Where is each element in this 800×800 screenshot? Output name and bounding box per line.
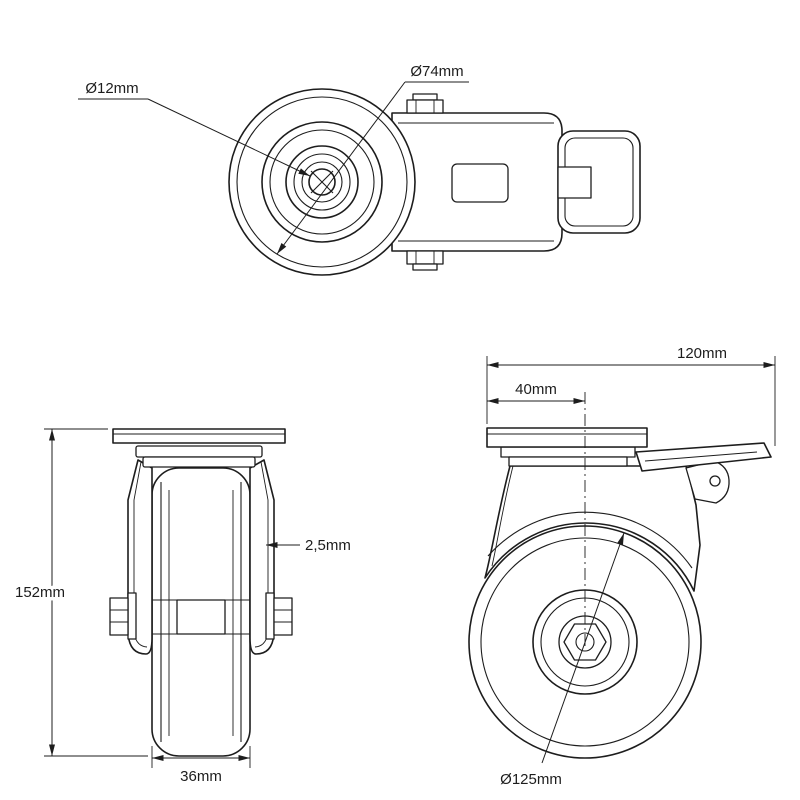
swivel-head-ring-2 bbox=[236, 96, 408, 268]
height-label: 152mm bbox=[15, 584, 65, 601]
front-raceway-upper bbox=[135, 445, 263, 458]
front-axle-nut-right-facets bbox=[274, 609, 292, 623]
offset-label: 40mm bbox=[515, 381, 557, 398]
swivel-head-ring-3 bbox=[261, 121, 383, 243]
side-fork-inner-arc bbox=[487, 511, 693, 569]
length-label: 120mm bbox=[677, 345, 727, 362]
side-wheel-tread-ring bbox=[480, 537, 690, 747]
side-raceway-upper bbox=[500, 446, 636, 458]
side-top-plate bbox=[486, 427, 648, 448]
bolt-hole-cross bbox=[310, 170, 334, 194]
head-diameter-leader-arrow bbox=[276, 81, 406, 255]
top-brake-latch bbox=[557, 166, 592, 199]
thickness-label: 2,5mm bbox=[305, 537, 351, 554]
front-axle-nut-left-facets bbox=[110, 609, 128, 623]
top-brake-mechanism bbox=[451, 163, 509, 203]
front-top-plate bbox=[112, 428, 286, 444]
side-raceway-lower bbox=[508, 456, 628, 467]
top-bolt-upper-facets bbox=[415, 100, 435, 113]
front-raceway-lower bbox=[142, 456, 256, 468]
side-view: 120mm 40mm Ø125mm bbox=[468, 342, 776, 792]
wheel-width-label: 36mm bbox=[180, 768, 222, 785]
top-bolt-lower-facets bbox=[415, 251, 435, 264]
side-fork-left-edge bbox=[491, 465, 514, 567]
head-diameter-label: Ø74mm bbox=[410, 63, 463, 80]
wheel-diameter-label: Ø125mm bbox=[500, 771, 562, 788]
top-bolt-lower-washer bbox=[412, 263, 438, 271]
bolt-hole-bore bbox=[308, 168, 336, 196]
front-view: 152mm 2,5mm 36mm bbox=[11, 428, 354, 789]
front-wheel-tread-lines bbox=[160, 482, 242, 742]
swivel-head-ring-7 bbox=[301, 161, 343, 203]
front-wheel-tread-lines-inner bbox=[168, 490, 234, 736]
side-fork bbox=[484, 465, 701, 592]
front-axle-nut-left bbox=[109, 597, 129, 636]
side-axle-bore bbox=[575, 632, 595, 652]
front-hub-center bbox=[176, 599, 226, 635]
brake-pivot-pin bbox=[709, 475, 721, 487]
top-view: Ø12mm Ø74mm bbox=[78, 60, 641, 276]
front-axle-washer-left bbox=[127, 592, 137, 640]
brake-pivot-bracket bbox=[685, 460, 730, 504]
top-bolt-upper-nut bbox=[406, 99, 444, 114]
bore-diameter-leader-arrow bbox=[147, 98, 311, 177]
bore-diameter-label: Ø12mm bbox=[85, 80, 138, 97]
front-axle-nut-right bbox=[273, 597, 293, 636]
swivel-head-ring-4 bbox=[269, 129, 375, 235]
swivel-head-ring-6 bbox=[293, 153, 351, 211]
top-bolt-upper-washer bbox=[412, 93, 438, 101]
top-bolt-lower-nut bbox=[406, 250, 444, 265]
wheel-diameter-leader bbox=[541, 532, 625, 764]
brake-lever-inner-line bbox=[644, 451, 758, 462]
front-axle-washer-right bbox=[265, 592, 275, 640]
swivel-head-ring-5 bbox=[285, 145, 359, 219]
brake-lever bbox=[635, 442, 772, 472]
